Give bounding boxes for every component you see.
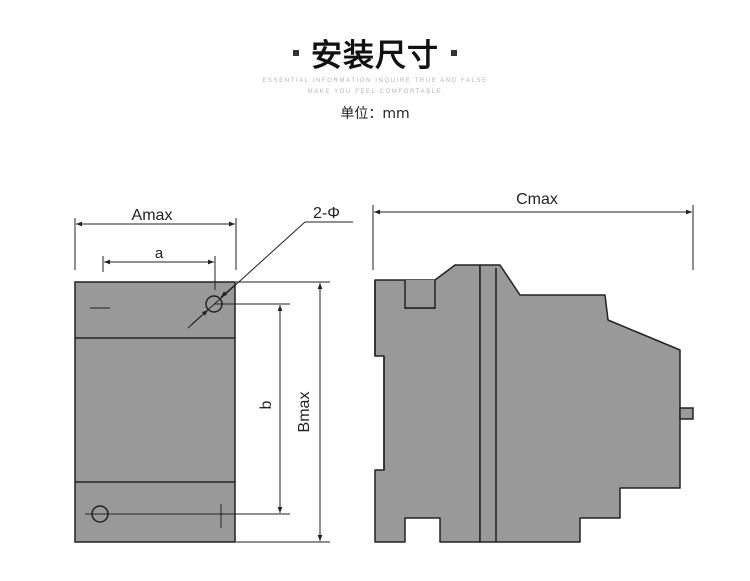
header: 安装尺寸 ESSENTIAL INFORMATION INQUIRE TRUE …: [0, 0, 750, 130]
bmax-label: Bmax: [296, 392, 313, 433]
amax-dimension: Amax: [74, 207, 237, 270]
side-cover: [479, 264, 681, 543]
hole-diameter-label: 2-Φ: [313, 205, 340, 222]
b-dimension: b: [258, 305, 283, 513]
page-title: 安装尺寸: [311, 38, 439, 74]
subtitle-line-1: ESSENTIAL INFORMATION INQUIRE TRUE AND F…: [262, 78, 488, 84]
front-body: [74, 281, 236, 543]
cmax-label: Cmax: [516, 191, 558, 208]
side-terminal-pin: [679, 407, 694, 420]
amax-label: Amax: [132, 207, 173, 224]
title-dot-left: [293, 49, 299, 56]
unit-label: 单位：mm: [340, 106, 410, 122]
title-row: 安装尺寸: [0, 30, 750, 75]
hole-arrow-out: [191, 309, 209, 325]
b-label: b: [258, 400, 275, 409]
title-dot-right: [451, 49, 457, 56]
cmax-dimension: Cmax: [372, 191, 694, 270]
bmax-dimension: Bmax: [236, 281, 330, 543]
side-view: [374, 264, 694, 543]
a-label: a: [155, 245, 164, 262]
hole-diameter-leader: 2-Φ: [187, 205, 353, 329]
a-dimension: a: [102, 245, 216, 290]
subtitle-line-2: MAKE YOU FEEL COMFORTABLE: [307, 89, 443, 95]
side-notch: [404, 280, 436, 309]
front-view: [74, 281, 290, 543]
hole-arrow-in: [220, 283, 237, 298]
